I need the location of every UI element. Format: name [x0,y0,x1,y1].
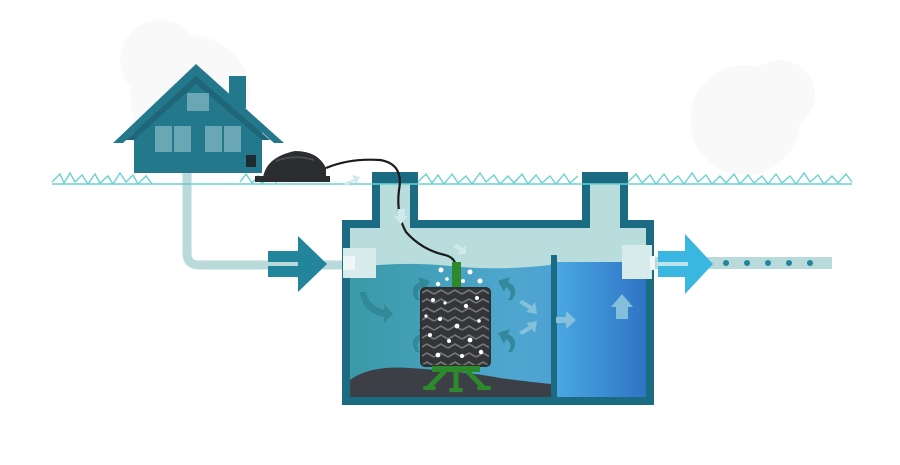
effluent-label-line2: water out [715,294,771,309]
outflow-arrow [658,234,713,294]
inlet-fitting [343,248,376,278]
inflow-arrow [268,236,327,292]
household-label-line1: Household [177,284,241,299]
air-pump [255,151,330,182]
air-pump-label: Air pump [259,189,313,204]
bio-column-label: ClearPod Bio-Column [388,410,518,425]
septic-tank-label: Septic tank [460,197,527,212]
grass [51,171,853,186]
air-flow-arrows [344,175,466,254]
house [113,64,284,173]
circulation-arrows [360,277,516,352]
outlet-fitting [622,245,662,279]
household-label-line2: waste water in [177,300,263,315]
inflow-pipe [182,172,345,270]
effluent-label-line1: Effluent [715,278,761,293]
flow-arrows-right [519,294,633,335]
air-bubbles [424,267,484,358]
